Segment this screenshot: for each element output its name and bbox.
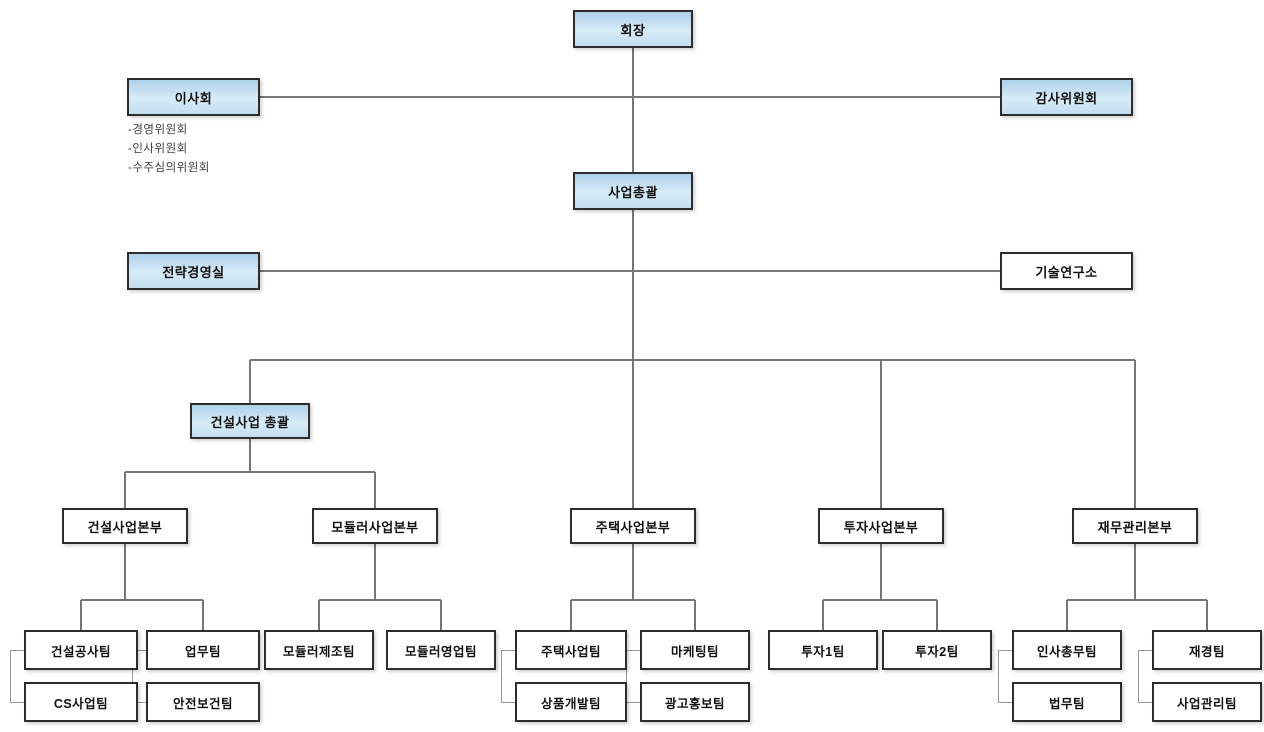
- connector-line: [936, 600, 938, 630]
- connector-line: [880, 360, 882, 508]
- org-node-cs-team: CS사업팀: [24, 682, 138, 722]
- connector-line: [10, 650, 11, 703]
- org-node-biz-mgmt-team: 사업관리팀: [1152, 682, 1262, 722]
- connector-line: [202, 600, 204, 630]
- org-node-work-team: 업무팀: [146, 630, 260, 670]
- connector-line: [501, 702, 515, 703]
- org-node-product-dev-team: 상품개발팀: [515, 682, 627, 722]
- connector-line: [501, 650, 502, 703]
- connector-line: [124, 472, 126, 508]
- connector-line: [632, 48, 634, 172]
- org-node-audit-committee: 감사위원회: [1000, 78, 1133, 116]
- connector-line: [880, 544, 882, 600]
- connector-line: [998, 650, 999, 703]
- connector-line: [998, 702, 1012, 703]
- committee-item: -수주심의위원회: [128, 162, 210, 174]
- org-node-marketing-team: 마케팅팀: [640, 630, 750, 670]
- connector-line: [125, 471, 375, 473]
- board-committee-list: -경영위원회 -인사위원회 -수주심의위원회: [128, 121, 210, 178]
- org-node-safety-team: 안전보건팀: [146, 682, 260, 722]
- connector-line: [1206, 600, 1208, 630]
- org-node-board: 이사회: [127, 78, 260, 116]
- org-node-finance-team: 재경팀: [1152, 630, 1262, 670]
- connector-line: [626, 650, 640, 651]
- org-node-investment-hq: 투자사업본부: [818, 508, 944, 544]
- connector-line: [249, 439, 251, 472]
- connector-line: [260, 96, 1000, 98]
- connector-line: [10, 702, 24, 703]
- org-node-strategy-office: 전략경영실: [127, 252, 260, 290]
- connector-line: [81, 599, 203, 601]
- connector-line: [626, 650, 627, 703]
- org-node-housing-hq: 주택사업본부: [570, 508, 696, 544]
- connector-line: [80, 600, 82, 630]
- connector-line: [374, 544, 376, 600]
- connector-line: [694, 600, 696, 630]
- org-node-investment2-team: 투자2팀: [882, 630, 992, 670]
- connector-line: [823, 599, 937, 601]
- connector-line: [632, 544, 634, 600]
- org-node-construction-hq: 건설사업본부: [62, 508, 188, 544]
- org-node-modular-sales-team: 모듈러영업팀: [386, 630, 496, 670]
- org-node-hr-ga-team: 인사총무팀: [1012, 630, 1122, 670]
- connector-line: [1134, 544, 1136, 600]
- connector-line: [1138, 702, 1152, 703]
- connector-line: [250, 359, 1135, 361]
- connector-line: [374, 472, 376, 508]
- org-node-chairman: 회장: [573, 10, 693, 48]
- committee-item: -경영위원회: [128, 124, 188, 136]
- connector-line: [318, 600, 320, 630]
- org-node-construction-general: 건설사업 총괄: [190, 403, 310, 439]
- connector-line: [1134, 360, 1136, 508]
- connector-line: [132, 702, 146, 703]
- org-node-investment1-team: 투자1팀: [768, 630, 878, 670]
- org-node-business-general: 사업총괄: [573, 172, 693, 210]
- connector-line: [124, 544, 126, 600]
- connector-line: [319, 599, 441, 601]
- connector-line: [440, 600, 442, 630]
- committee-item: -인사위원회: [128, 143, 188, 155]
- connector-line: [249, 360, 251, 403]
- org-node-construction-team: 건설공사팀: [24, 630, 138, 670]
- connector-line: [1138, 650, 1139, 703]
- connector-line: [132, 650, 146, 651]
- connector-line: [1066, 600, 1068, 630]
- connector-line: [998, 650, 1012, 651]
- connector-line: [570, 600, 572, 630]
- connector-line: [260, 270, 1000, 272]
- connector-line: [501, 650, 515, 651]
- org-node-housing-team: 주택사업팀: [515, 630, 627, 670]
- org-node-modular-mfg-team: 모듈러제조팀: [264, 630, 374, 670]
- connector-line: [1067, 599, 1207, 601]
- connector-line: [626, 702, 640, 703]
- connector-line: [10, 650, 24, 651]
- org-node-modular-hq: 모듈러사업본부: [312, 508, 438, 544]
- org-node-ad-pr-team: 광고홍보팀: [640, 682, 750, 722]
- org-node-legal-team: 법무팀: [1012, 682, 1122, 722]
- connector-line: [1138, 650, 1152, 651]
- connector-line: [822, 600, 824, 630]
- org-node-tech-institute: 기술연구소: [1000, 252, 1133, 290]
- connector-line: [571, 599, 695, 601]
- connector-line: [132, 650, 133, 703]
- org-node-finance-hq: 재무관리본부: [1072, 508, 1198, 544]
